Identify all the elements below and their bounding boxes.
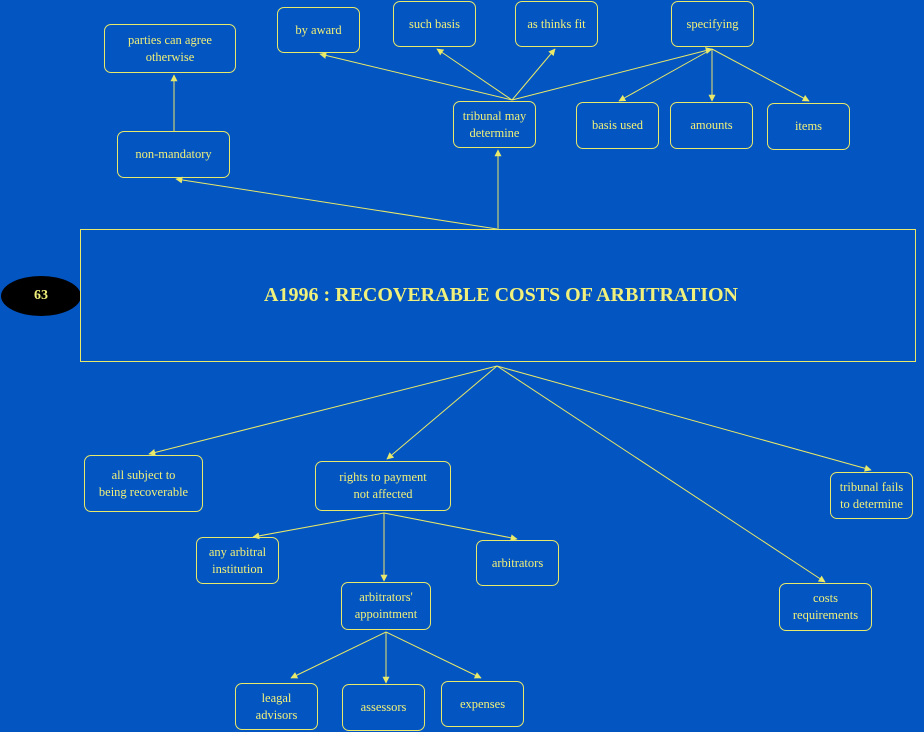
edge-rights-arbitrators xyxy=(383,512,518,542)
edge-rights-institution xyxy=(252,512,385,540)
edge-tribunal-asthinksfit xyxy=(511,48,556,101)
node-such-basis: such basis xyxy=(393,1,476,47)
node-amounts: amounts xyxy=(670,102,753,149)
node-all-subject: all subject to being recoverable xyxy=(84,455,203,512)
node-by-award: by award xyxy=(277,7,360,53)
edge-specifying-basis xyxy=(618,48,713,102)
node-costs-requirements: costs requirements xyxy=(779,583,872,631)
edge-appointment-expenses xyxy=(385,631,482,679)
edge-tribunal-specifying xyxy=(511,47,713,101)
node-as-thinks-fit: as thinks fit xyxy=(515,1,598,47)
node-parties-can-agree: parties can agree otherwise xyxy=(104,24,236,73)
node-basis-used: basis used xyxy=(576,102,659,149)
node-rights-to-payment: rights to payment not affected xyxy=(315,461,451,511)
diagram-number-badge: 63 xyxy=(1,276,81,316)
edge-appointment-legal xyxy=(290,631,387,679)
edge-title-tribunalfails xyxy=(496,365,872,472)
node-arbitrators-appointment: arbitrators' appointment xyxy=(341,582,431,630)
node-any-arbitral-institution: any arbitral institution xyxy=(196,537,279,584)
node-tribunal-fails: tribunal fails to determine xyxy=(830,472,913,519)
edge-title-rights xyxy=(386,365,498,460)
edge-title-allsubject xyxy=(148,365,498,456)
edge-title-non-mandatory xyxy=(175,176,498,230)
diagram-title: A1996 : RECOVERABLE COSTS OF ARBITRATION xyxy=(80,229,916,362)
node-assessors: assessors xyxy=(342,684,425,731)
node-non-mandatory: non-mandatory xyxy=(117,131,230,178)
node-legal-advisors: leagal advisors xyxy=(235,683,318,730)
node-items: items xyxy=(767,103,850,150)
edge-specifying-items xyxy=(711,48,810,102)
edge-title-costs xyxy=(496,365,826,583)
edge-tribunal-byaward xyxy=(319,52,513,101)
node-tribunal-may-determine: tribunal may determine xyxy=(453,101,536,148)
node-expenses: expenses xyxy=(441,681,524,727)
node-specifying: specifying xyxy=(671,1,754,47)
edge-tribunal-suchbasis xyxy=(436,48,513,101)
node-arbitrators: arbitrators xyxy=(476,540,559,586)
